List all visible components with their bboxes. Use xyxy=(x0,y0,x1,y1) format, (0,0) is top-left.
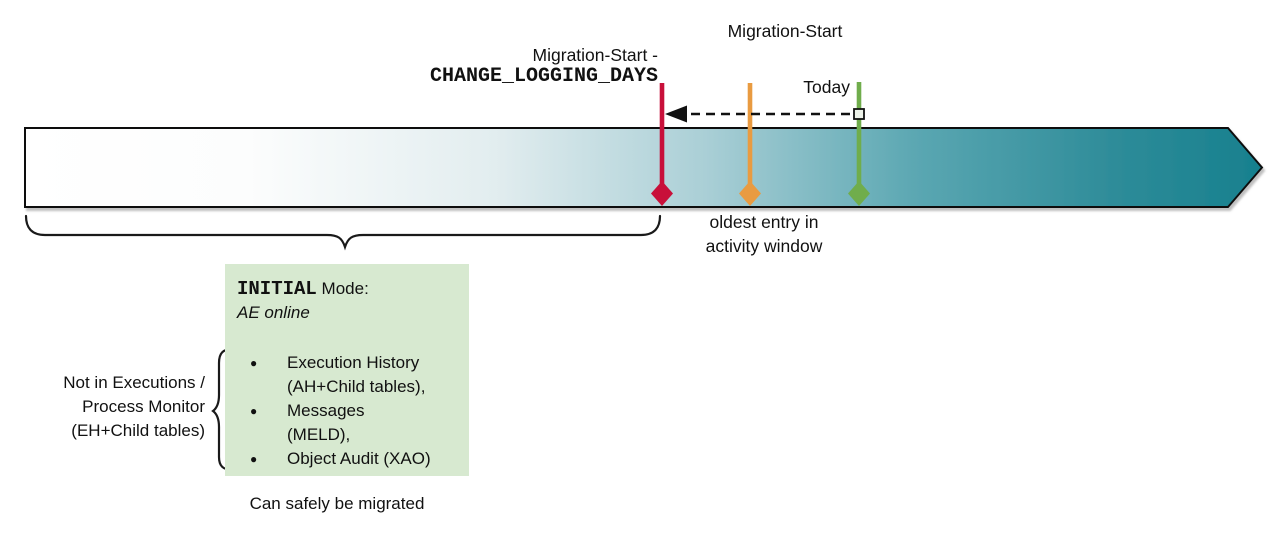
marker-migration-start-minus-cld xyxy=(651,83,673,206)
brace-migrated-range xyxy=(24,214,662,251)
arrowhead-left-icon xyxy=(665,105,687,123)
red-diamond-icon xyxy=(651,181,673,206)
label-migration-start-minus-cld: Migration-Start - CHANGE_LOGGING_DAYS xyxy=(385,44,658,88)
label-not-in-executions-line1: Not in Executions / xyxy=(63,373,205,392)
label-migration-start-minus-line1: Migration-Start - xyxy=(532,45,658,65)
list-item-text: (MELD), xyxy=(287,425,351,444)
bullet-icon: ● xyxy=(250,452,258,466)
label-not-in-executions: Not in Executions / Process Monitor (EH+… xyxy=(0,371,205,443)
info-box-title-code: INITIAL xyxy=(237,278,317,300)
label-today: Today xyxy=(803,77,850,97)
info-box-subtitle: AE online xyxy=(237,303,310,322)
list-item-text: Messages xyxy=(287,401,365,420)
bullet-icon: ● xyxy=(250,404,258,418)
info-box-title-rest: Mode: xyxy=(316,279,369,298)
lookback-arrow xyxy=(665,105,865,123)
label-oldest-entry: oldest entry in activity window xyxy=(664,210,864,258)
timeline-bar xyxy=(24,127,1264,208)
marker-today xyxy=(848,82,870,206)
list-item-execution-history: ● Execution History (AH+Child tables), xyxy=(237,351,457,399)
label-not-in-executions-line3: (EH+Child tables) xyxy=(71,421,205,440)
marker-migration-start xyxy=(739,83,761,206)
list-item-text: (AH+Child tables), xyxy=(287,377,426,396)
label-oldest-entry-line1: oldest entry in xyxy=(709,212,819,232)
info-box-title: INITIAL Mode: xyxy=(237,277,457,301)
brace-not-in-executions xyxy=(211,347,235,472)
list-item-object-audit: ● Object Audit (XAO) xyxy=(237,447,457,471)
today-square-handle-icon xyxy=(853,108,865,120)
label-migration-start: Migration-Start xyxy=(727,21,843,41)
label-change-logging-days: CHANGE_LOGGING_DAYS xyxy=(429,65,658,88)
caption-can-safely-be-migrated: Can safely be migrated xyxy=(249,494,425,513)
bullet-icon: ● xyxy=(250,356,258,370)
list-item-text: Object Audit (XAO) xyxy=(287,449,431,468)
info-box-list: ● Execution History (AH+Child tables), ● … xyxy=(237,351,457,471)
initial-mode-info-box: INITIAL Mode: AE online ● Execution Hist… xyxy=(225,264,469,476)
list-item-text: Execution History xyxy=(287,353,420,372)
list-item-messages: ● Messages (MELD), xyxy=(237,399,457,447)
label-oldest-entry-line2: activity window xyxy=(705,236,823,256)
orange-diamond-icon xyxy=(739,181,761,206)
label-not-in-executions-line2: Process Monitor xyxy=(82,397,205,416)
green-diamond-icon xyxy=(848,181,870,206)
